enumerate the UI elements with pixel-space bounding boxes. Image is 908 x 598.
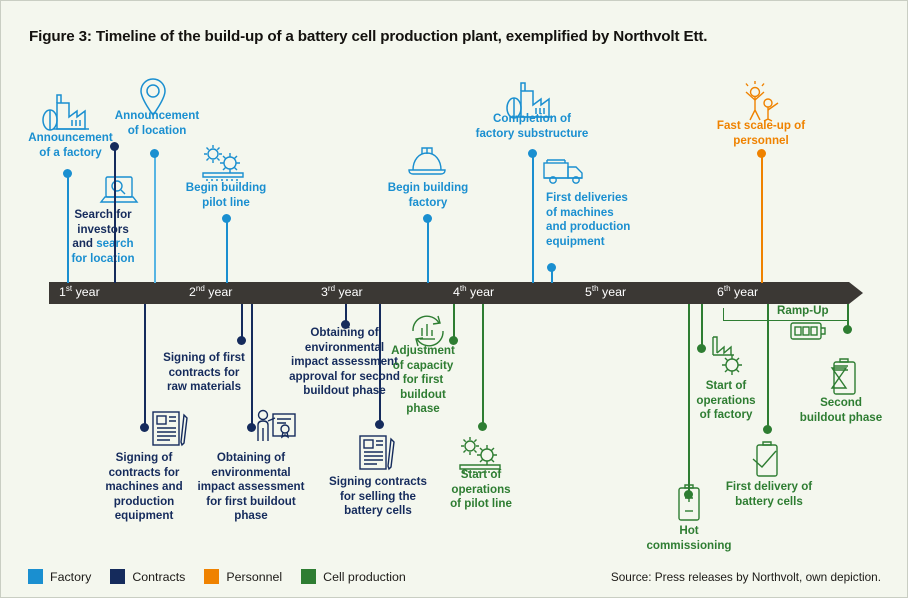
event-label: Start of operations of pilot line (450, 468, 512, 511)
connector-dot (222, 214, 232, 223)
connector-dot (341, 320, 351, 329)
event-label: Start of operations of factory (696, 379, 756, 422)
document-pen-icon (356, 433, 398, 473)
connector-dot (423, 214, 433, 223)
connector-dot (528, 149, 538, 158)
gears-conveyor-icon (454, 435, 506, 475)
event-label: First delivery of battery cells (725, 480, 813, 508)
connector-stem (345, 304, 347, 324)
legend-label-cell-production: Cell production (323, 569, 406, 584)
connector-stem (251, 304, 253, 427)
timeline-bar (49, 282, 849, 304)
connector-dot (247, 423, 257, 432)
battery-check-icon (751, 439, 783, 479)
connector-stem (427, 218, 429, 283)
legend-item-contracts: Contracts (110, 569, 185, 584)
person-certificate-icon (254, 408, 300, 446)
year-label-1: 1st year (59, 284, 100, 300)
factory-gear-icon (706, 333, 752, 375)
truck-icon (542, 156, 590, 188)
event-label: Second buildout phase (799, 396, 883, 424)
connector-stem (67, 173, 69, 283)
connector-dot (63, 169, 73, 178)
event-label: Begin building pilot line (185, 181, 267, 209)
event-label: Search for investors and search for loca… (71, 208, 135, 265)
event-label: Signing of first contracts for raw mater… (163, 351, 245, 394)
connector-stem (847, 304, 849, 329)
people-celebrate-icon (736, 79, 786, 123)
event-label: Hot commissioning (646, 524, 732, 552)
year-label-6: 6th year (717, 284, 759, 300)
connector-dot (237, 336, 247, 345)
connector-stem (767, 304, 769, 429)
connector-dot (140, 423, 150, 432)
connector-dot (478, 422, 488, 431)
connector-dot (547, 263, 557, 272)
connector-stem (453, 304, 455, 340)
event-label: First deliveries of machines and product… (546, 191, 631, 248)
connector-dot (843, 325, 853, 334)
hard-hat-icon (405, 146, 449, 180)
chart-refresh-icon (407, 311, 449, 351)
connector-stem (144, 304, 146, 427)
connector-dot (150, 149, 160, 158)
connector-dot (697, 344, 707, 353)
event-label: Completion of factory substructure (475, 112, 589, 140)
event-label: Announcement of a factory (28, 131, 113, 159)
year-label-3: 3rd year (321, 284, 363, 300)
connector-dot (110, 142, 120, 151)
connector-stem (761, 153, 763, 283)
laptop-search-icon (97, 173, 141, 209)
connector-stem (688, 304, 690, 494)
connector-stem (532, 153, 534, 283)
legend: Factory Contracts Personnel Cell product… (28, 569, 425, 584)
battery-cells-icon (789, 319, 829, 343)
event-label: Fast scale-up of personnel (716, 119, 806, 147)
event-label: Announcement of location (114, 109, 200, 137)
legend-item-cell-production: Cell production (301, 569, 406, 584)
legend-swatch-factory (28, 569, 43, 584)
map-pin-icon (136, 77, 170, 119)
connector-stem (482, 304, 484, 426)
legend-swatch-contracts (110, 569, 126, 584)
legend-label-personnel: Personnel (226, 569, 283, 584)
legend-label-factory: Factory (50, 569, 92, 584)
factory-leaf-icon (37, 89, 93, 133)
legend-item-factory: Factory (28, 569, 91, 584)
event-label: Signing of contracts for machines and pr… (105, 451, 183, 523)
figure-title: Figure 3: Timeline of the build-up of a … (29, 28, 708, 45)
connector-stem (701, 304, 703, 348)
legend-label-contracts: Contracts (132, 569, 186, 584)
ramp-up-label: Ramp-Up (773, 304, 833, 317)
event-label: Adjustment of capacity for first buildou… (391, 344, 455, 416)
connector-stem (226, 218, 228, 283)
connector-stem (154, 153, 156, 283)
source-note: Source: Press releases by Northvolt, own… (610, 570, 881, 584)
connector-stem (241, 304, 243, 340)
connector-dot (449, 336, 459, 345)
connector-dot (375, 420, 385, 429)
battery-hourglass-icon (828, 356, 860, 398)
factory-leaf-icon (501, 77, 557, 121)
connector-dot (757, 149, 767, 158)
gears-conveyor-icon (197, 143, 249, 183)
connector-stem (379, 304, 381, 424)
connector-dot (763, 425, 773, 434)
legend-item-personnel: Personnel (204, 569, 282, 584)
timeline-arrow-icon (849, 282, 863, 304)
ramp-up-bracket (723, 308, 849, 321)
event-label: Signing contracts for selling the batter… (329, 475, 427, 518)
connector-stem (551, 267, 553, 283)
battery-plusminus-icon (674, 482, 704, 524)
year-label-5: 5th year (585, 284, 627, 300)
legend-swatch-cell-production (301, 569, 317, 584)
connector-stem (114, 146, 116, 283)
document-pen-icon (149, 409, 191, 449)
year-label-4: 4th year (453, 284, 495, 300)
legend-swatch-personnel (204, 569, 220, 584)
year-label-2: 2nd year (189, 284, 233, 300)
event-label: Obtaining of environmental impact assess… (197, 451, 305, 523)
event-label: Begin building factory (387, 181, 469, 209)
